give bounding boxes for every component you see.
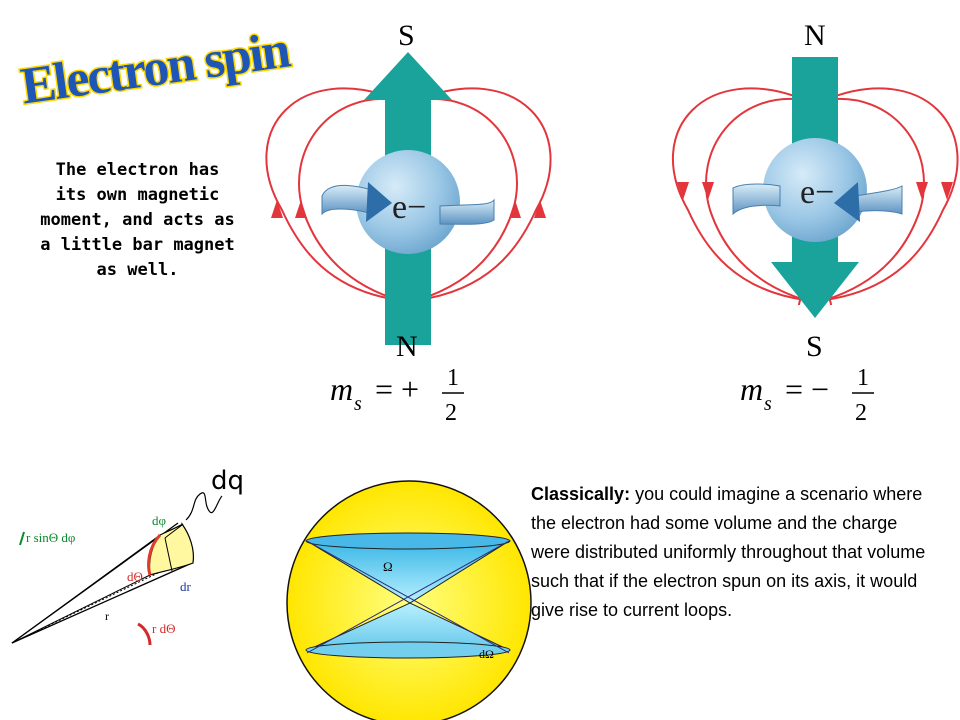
r-label: r [105, 609, 109, 623]
svg-text:= +: = + [375, 371, 419, 407]
electron-label: e− [800, 174, 834, 211]
classical-body: you could imagine a scenario where the e… [531, 484, 926, 620]
intro-text: The electron has its own magnetic moment… [40, 160, 235, 280]
rotation-arrowhead [366, 182, 392, 222]
rdtheta-label: r dΘ [152, 621, 175, 636]
classical-paragraph: Classically: you could imagine a scenari… [531, 480, 931, 625]
omega-label: Ω [383, 559, 393, 574]
svg-text:= −: = − [785, 371, 829, 407]
rotation-band-right [439, 198, 495, 225]
ms-equation: m s = + 1 2 [330, 365, 464, 426]
rotation-arrowhead [834, 182, 860, 222]
electron-sphere [763, 138, 867, 242]
dq-pointer [185, 492, 223, 521]
svg-text:2: 2 [855, 400, 867, 426]
field-lines [671, 87, 959, 306]
dq-label: dq [211, 466, 245, 496]
classical-lead: Classically: [531, 484, 631, 504]
rotation-band-right [854, 185, 903, 215]
svg-text:s: s [354, 393, 362, 415]
top-pole-label: S [398, 19, 415, 52]
ms-equation: m s = − 1 2 [740, 365, 874, 426]
svg-text:s: s [764, 393, 772, 415]
spin-down-diagram: e− N S m s = − 1 2 [671, 19, 959, 426]
spin-up-diagram: e− S N m s = + 1 2 [265, 19, 552, 426]
solid-angle-diagram: Ω dΩ [286, 480, 532, 720]
rsin-label: r sinΘ dφ [26, 530, 75, 545]
field-arrowheads [271, 200, 546, 218]
svg-text:2: 2 [445, 400, 457, 426]
dr-label: dr [180, 579, 192, 594]
svg-text:1: 1 [447, 365, 459, 391]
electron-label: e− [392, 189, 426, 226]
svg-text:m: m [330, 371, 353, 407]
dtheta-label: dΘ [127, 569, 143, 584]
bottom-pole-label: N [396, 330, 418, 363]
field-arrowheads [677, 182, 953, 200]
rotation-band [321, 185, 373, 216]
page-title: Electron spin [18, 21, 295, 115]
svg-text:1: 1 [857, 365, 869, 391]
top-pole-label: N [804, 19, 826, 52]
volume-element-diagram: dφ r sinΘ dφ dΘ dr r r dΘ [11, 492, 223, 646]
svg-text:m: m [740, 371, 763, 407]
rotation-band [732, 183, 781, 216]
electron-sphere [356, 150, 460, 254]
dphi-label: dφ [152, 513, 166, 528]
domega-label: dΩ [479, 647, 494, 661]
bottom-pole-label: S [806, 330, 823, 363]
